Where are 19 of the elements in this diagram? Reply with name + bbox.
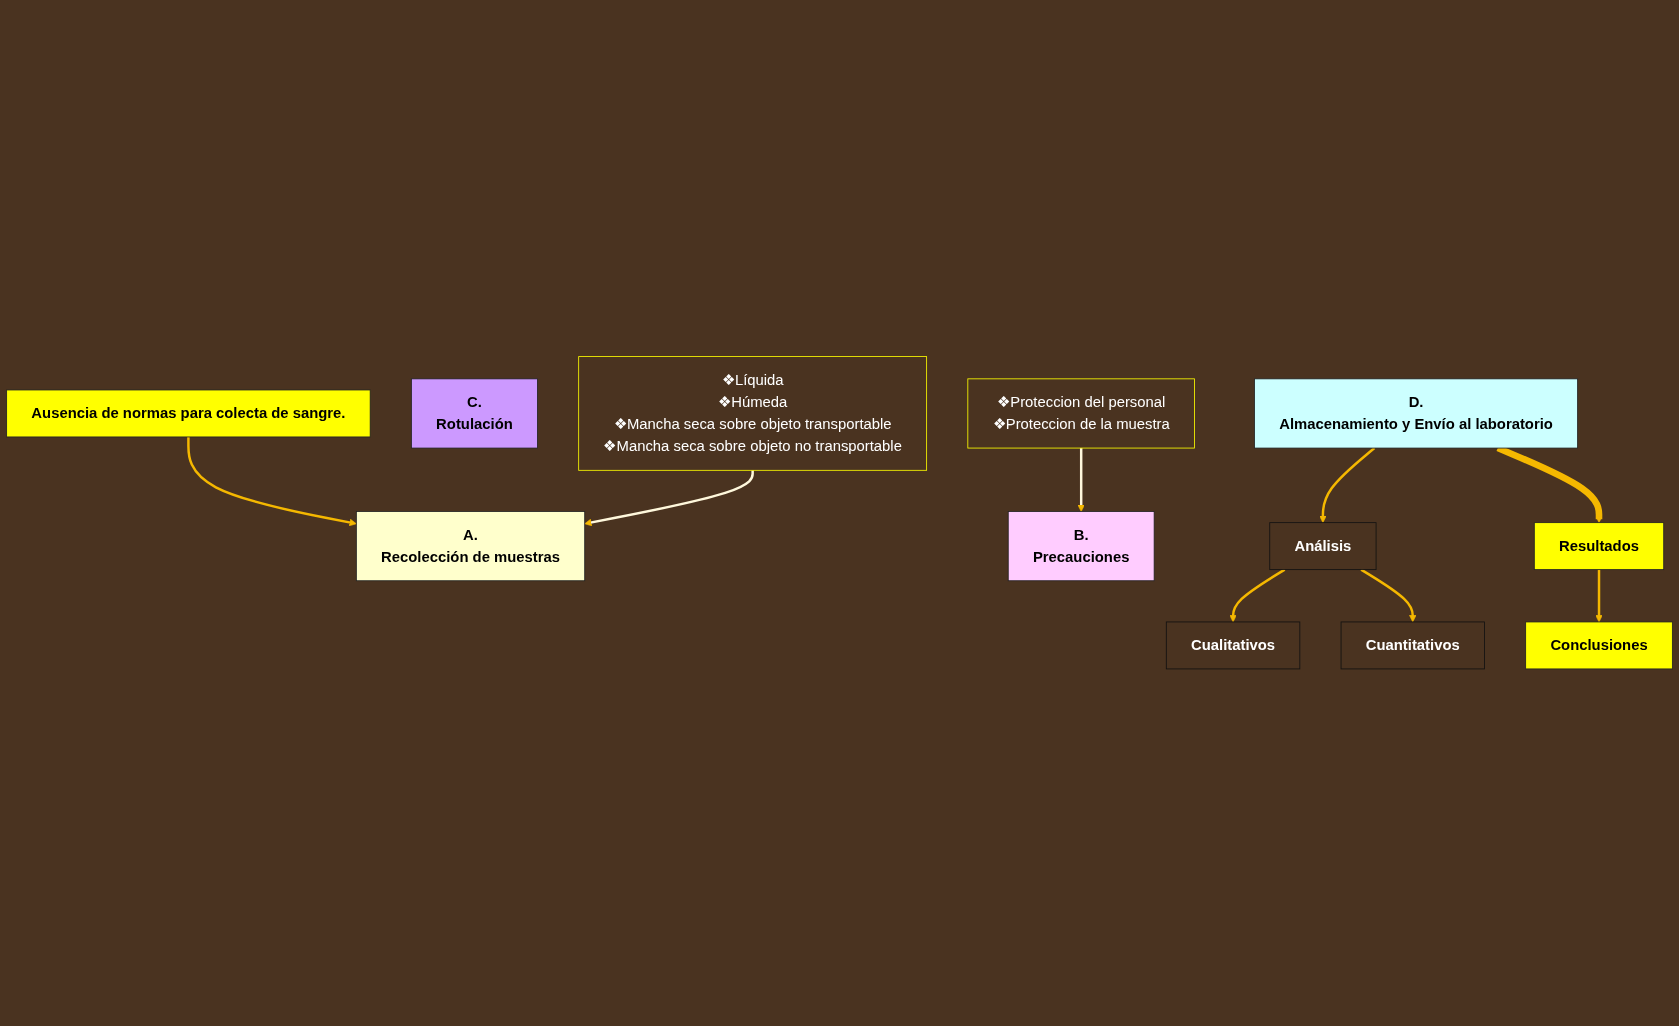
node-box: Análisis <box>1269 522 1377 571</box>
node-box: C. Rotulación <box>410 378 538 449</box>
arrow <box>1319 447 1376 524</box>
node-box: ❖Proteccion del personal ❖Proteccion de la muestra <box>967 378 1195 449</box>
node-box: Ausencia de normas para colecta de sangre. <box>6 389 371 438</box>
node-box: B. Precauciones <box>1007 511 1155 582</box>
arrow <box>1360 568 1417 623</box>
node-box: D. Almacenamiento y Envío al laboratorio <box>1254 378 1578 449</box>
node-box: Conclusiones <box>1525 621 1673 670</box>
node-box: Resultados <box>1533 522 1665 571</box>
arrow <box>1229 568 1286 623</box>
arrow <box>1595 569 1603 623</box>
arrow <box>187 437 357 527</box>
node-box: A. Recolección de muestras <box>355 511 586 582</box>
arrow <box>584 470 754 527</box>
node-box: Cualitativos <box>1165 621 1301 670</box>
node-box: Cuantitativos <box>1340 621 1485 670</box>
arrow <box>1077 448 1085 513</box>
node-box: ❖Líquida ❖Húmeda ❖Mancha seca sobre objeto transportable ❖Mancha seca sobre objeto no transportable <box>578 356 928 471</box>
